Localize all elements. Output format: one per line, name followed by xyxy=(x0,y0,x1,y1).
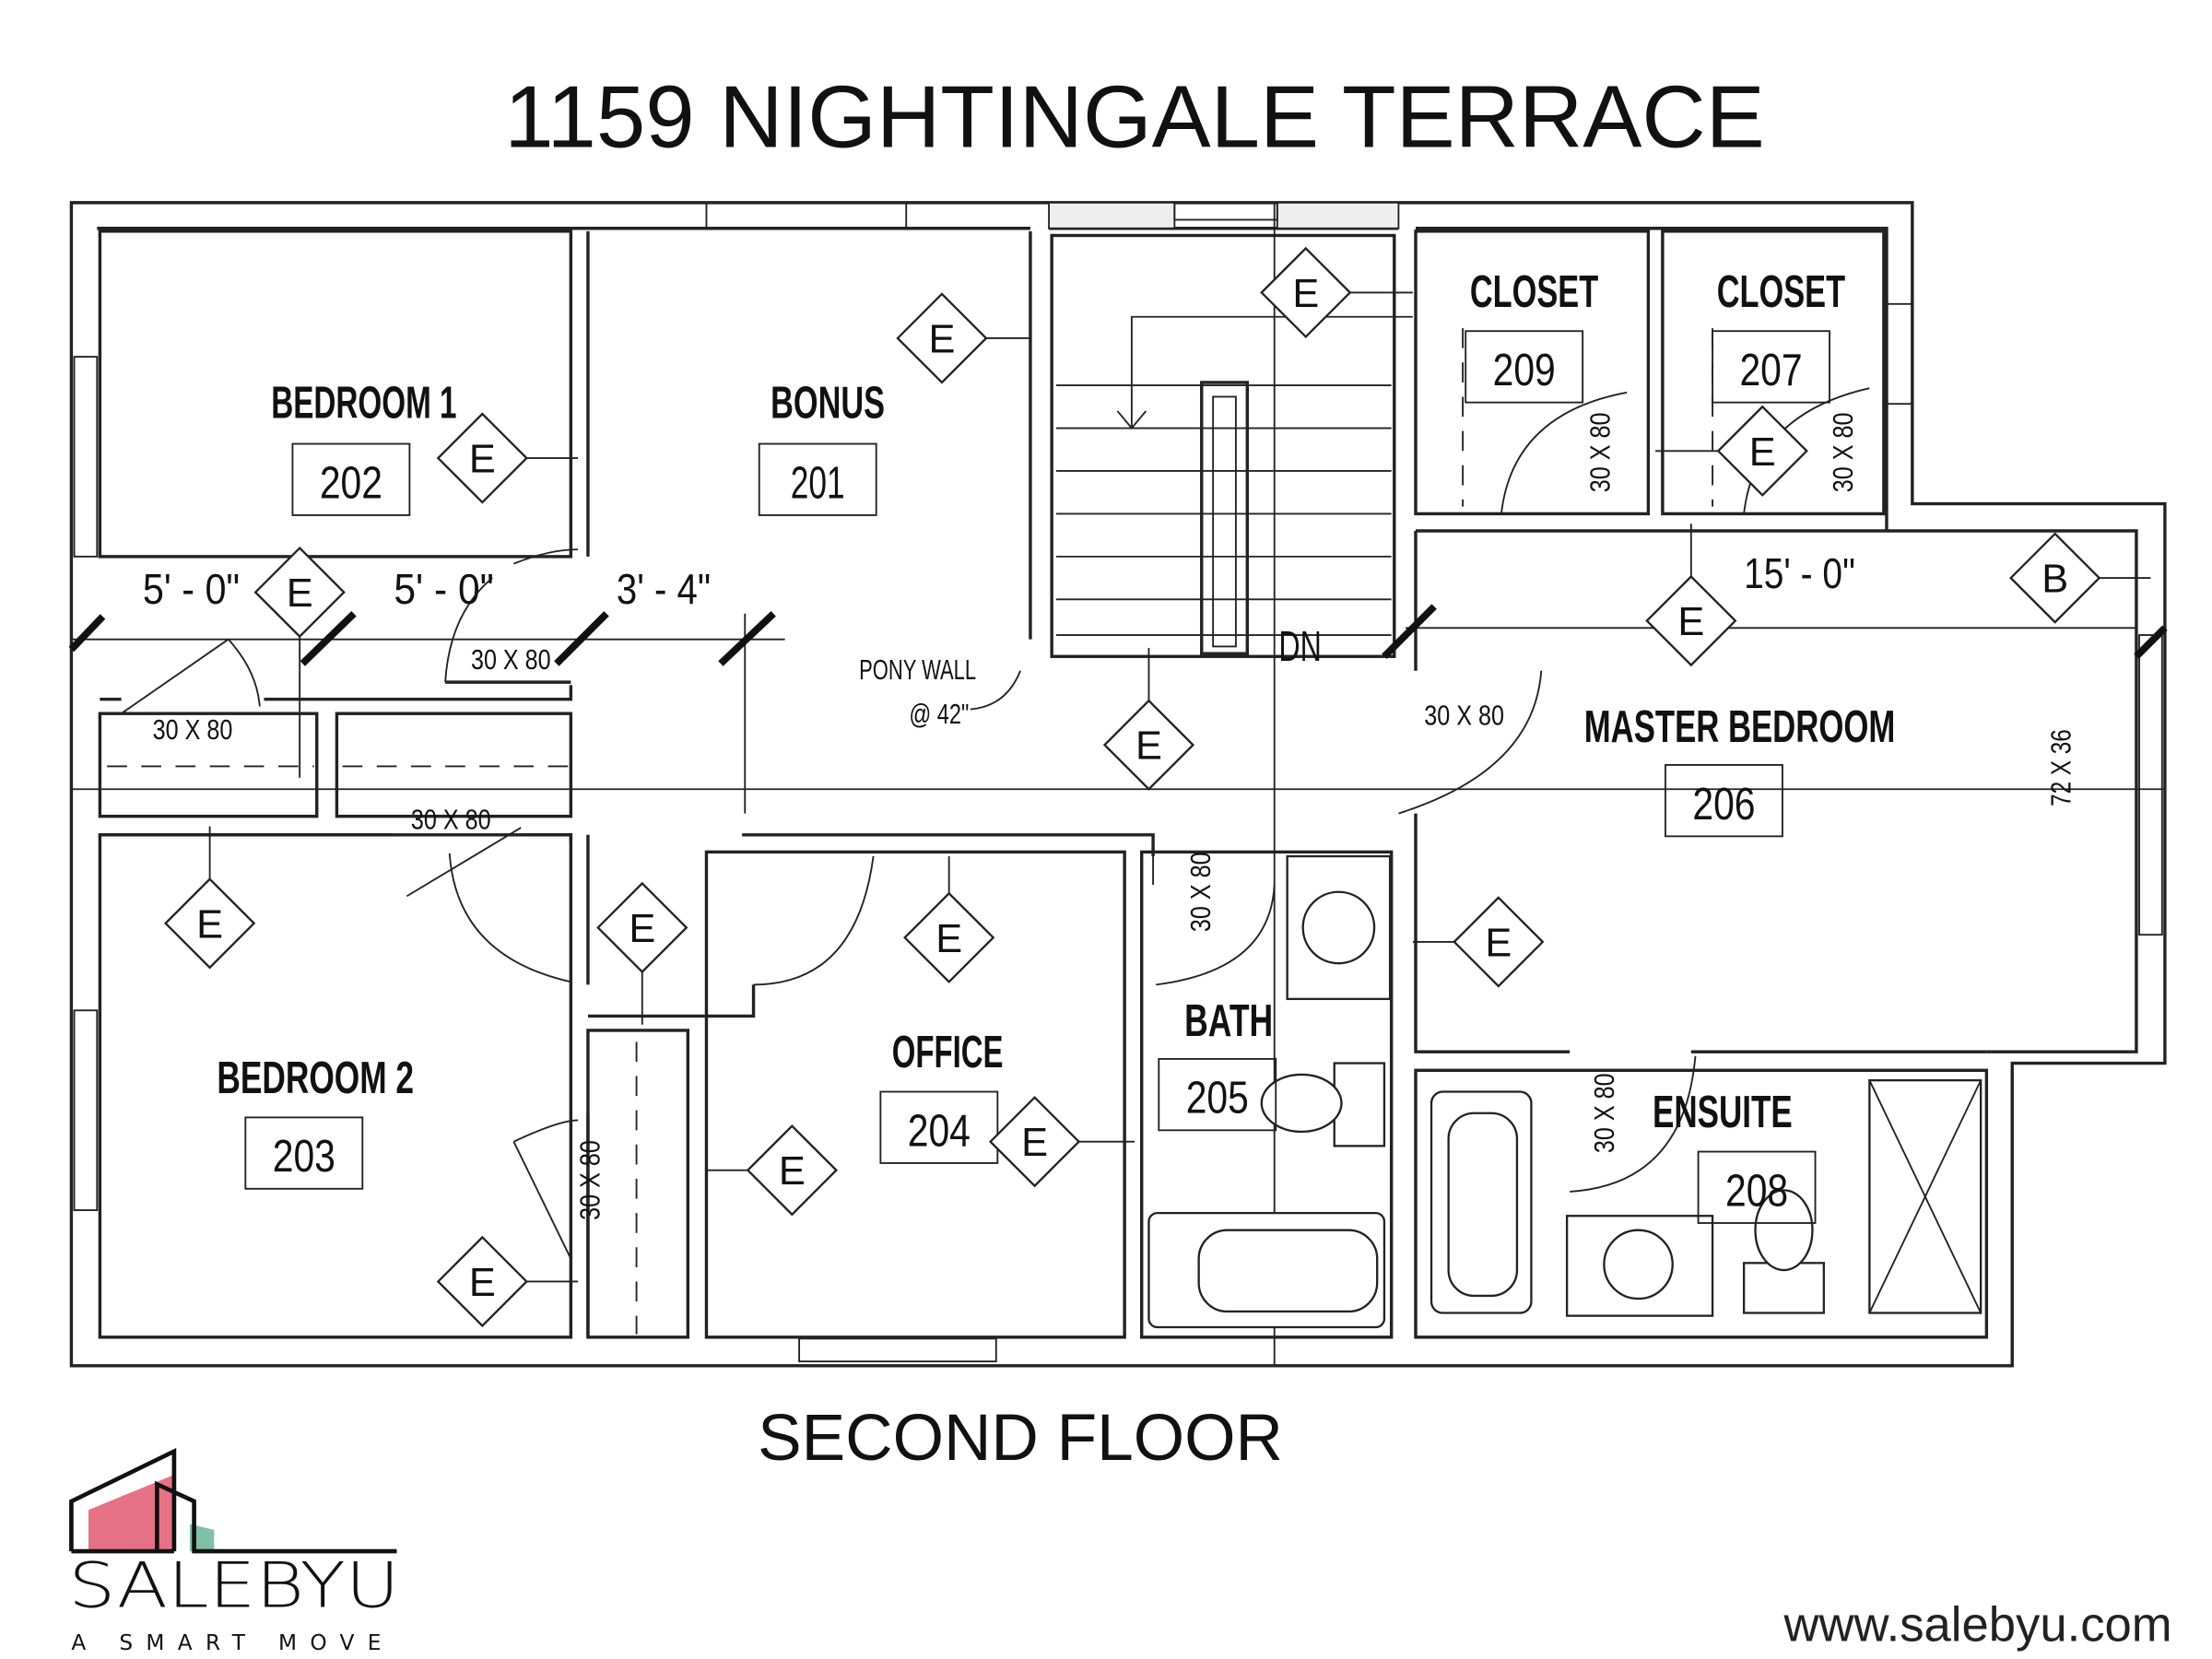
marker-e: E xyxy=(1485,921,1512,965)
ensuite-toilet-icon xyxy=(1754,1189,1814,1272)
stair-down-label: DN xyxy=(1278,622,1321,670)
stairs xyxy=(1055,315,1413,655)
room-name-bedroom2: BEDROOM 2 xyxy=(217,1053,414,1103)
marker-e: E xyxy=(935,917,962,961)
door-size-label: 30 X 80 xyxy=(1184,852,1217,932)
window-size-label: 72 X 36 xyxy=(2045,729,2077,806)
marker-e: E xyxy=(1292,272,1319,316)
marker-e: E xyxy=(928,317,955,361)
room-number-204: 204 xyxy=(908,1105,971,1156)
bath-sink-icon xyxy=(1301,890,1376,965)
fixtures xyxy=(1147,854,1983,1329)
doors xyxy=(121,387,1870,1260)
pony-wall-height: @ 42" xyxy=(909,698,969,730)
door-size-label: 30 X 80 xyxy=(1827,412,1859,492)
door-size-label: 30 X 80 xyxy=(153,713,233,746)
room-name-master: MASTER BEDROOM xyxy=(1584,701,1896,752)
room-number-209: 209 xyxy=(1493,345,1556,395)
room-number-202: 202 xyxy=(320,457,382,508)
dimension-master: 15' - 0" xyxy=(1744,549,1855,597)
ensuite-toilet-tank-icon xyxy=(1742,1262,1825,1314)
marker-e: E xyxy=(629,907,655,951)
room-number-207: 207 xyxy=(1739,345,1802,395)
pony-wall-label: PONY WALL xyxy=(859,653,976,686)
door-size-label: 30 X 80 xyxy=(573,1140,606,1220)
door-size-label: 30 X 80 xyxy=(1584,412,1617,492)
salebyu-logo-mark xyxy=(69,1447,397,1554)
bath-toilet-icon xyxy=(1260,1073,1343,1134)
dimension-bedroom1-b: 5' - 0" xyxy=(394,565,493,613)
ensuite-sink-icon xyxy=(1603,1229,1674,1300)
marker-e: E xyxy=(1749,430,1776,475)
marker-e: E xyxy=(196,902,223,947)
room-name-office: OFFICE xyxy=(892,1027,1004,1077)
room-name-closet-207: CLOSET xyxy=(1717,266,1845,317)
floor-label: SECOND FLOOR xyxy=(758,1402,1283,1475)
marker-e: E xyxy=(1677,600,1704,644)
marker-e: E xyxy=(469,1261,496,1305)
room-number-205: 205 xyxy=(1186,1073,1249,1124)
marker-e: E xyxy=(1021,1121,1048,1165)
reference-lines xyxy=(68,202,2168,1366)
marker-e: E xyxy=(287,571,313,616)
door-size-label: 30 X 80 xyxy=(471,643,551,676)
room-number-boxes xyxy=(244,330,1830,1224)
room-number-208: 208 xyxy=(1725,1165,1788,1216)
marker-diamonds xyxy=(163,246,2151,1328)
door-size-label: 30 X 80 xyxy=(1424,700,1504,732)
room-name-closet-209: CLOSET xyxy=(1470,266,1598,317)
door-size-label: 30 X 80 xyxy=(1588,1073,1620,1153)
closet-shelves xyxy=(107,328,1713,1335)
room-name-bonus: BONUS xyxy=(771,378,885,429)
bath-toilet-tank-icon xyxy=(1333,1062,1386,1147)
website-link[interactable]: www.salebyu.com xyxy=(1783,1598,2171,1653)
page-title: 1159 NIGHTINGALE TERRACE xyxy=(504,67,1765,166)
dimension-hall: 3' - 4" xyxy=(617,565,711,613)
room-name-bath: BATH xyxy=(1184,995,1273,1046)
logo-wordmark: SALEBYU xyxy=(68,1549,399,1622)
room-name-bedroom1: BEDROOM 1 xyxy=(271,378,456,429)
marker-e: E xyxy=(779,1149,806,1194)
door-size-label: 30 X 80 xyxy=(411,804,491,836)
dimension-bedroom1-a: 5' - 0" xyxy=(143,565,240,613)
marker-e: E xyxy=(1135,724,1162,769)
marker-b: B xyxy=(2041,558,2068,602)
walls xyxy=(69,201,2167,1368)
marker-e: E xyxy=(469,438,496,482)
room-number-203: 203 xyxy=(273,1131,335,1182)
room-name-ensuite: ENSUITE xyxy=(1653,1087,1793,1137)
room-number-201: 201 xyxy=(791,457,845,508)
logo-tagline: A SMART MOVE xyxy=(71,1630,396,1655)
room-number-206: 206 xyxy=(1692,779,1755,830)
